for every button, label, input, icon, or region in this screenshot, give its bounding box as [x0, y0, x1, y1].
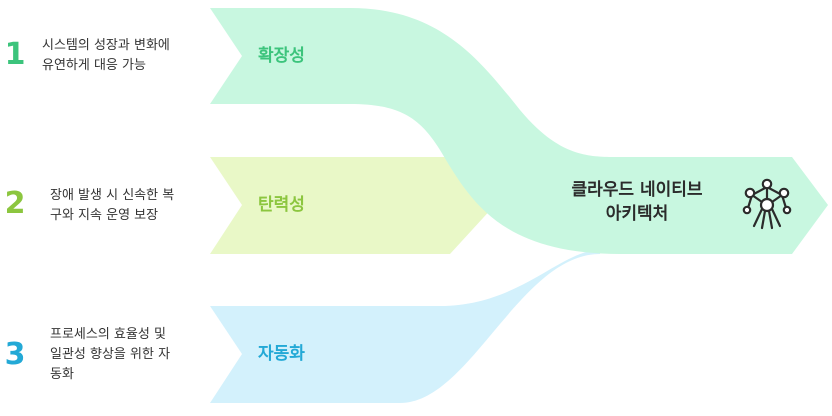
band-automation	[210, 250, 600, 403]
step-number-3: 3	[4, 337, 26, 372]
band-scalability	[210, 8, 828, 254]
description-line: 장애 발생 시 신속한 복	[50, 188, 175, 203]
molecule-network-icon	[742, 178, 792, 230]
description-line: 시스템의 성장과 변화에	[42, 38, 170, 53]
description-line: 동화	[50, 367, 74, 382]
step-number-1: 1	[4, 37, 26, 72]
step-number-2: 2	[4, 186, 26, 221]
center-title-line: 클라우드 네이티브	[571, 180, 703, 200]
description-line: 일관성 향상을 위한 자	[50, 347, 171, 362]
description-line: 구와 지속 운영 보장	[50, 208, 159, 223]
center-title-line: 아키텍처	[605, 204, 669, 224]
label-automation: 자동화	[258, 344, 305, 364]
label-scalability: 확장성	[258, 46, 305, 66]
label-resilience: 탄력성	[258, 195, 305, 215]
description-line: 유연하게 대응 가능	[42, 58, 146, 73]
band-resilience	[210, 157, 494, 254]
description-line: 프로세스의 효율성 및	[50, 327, 166, 342]
